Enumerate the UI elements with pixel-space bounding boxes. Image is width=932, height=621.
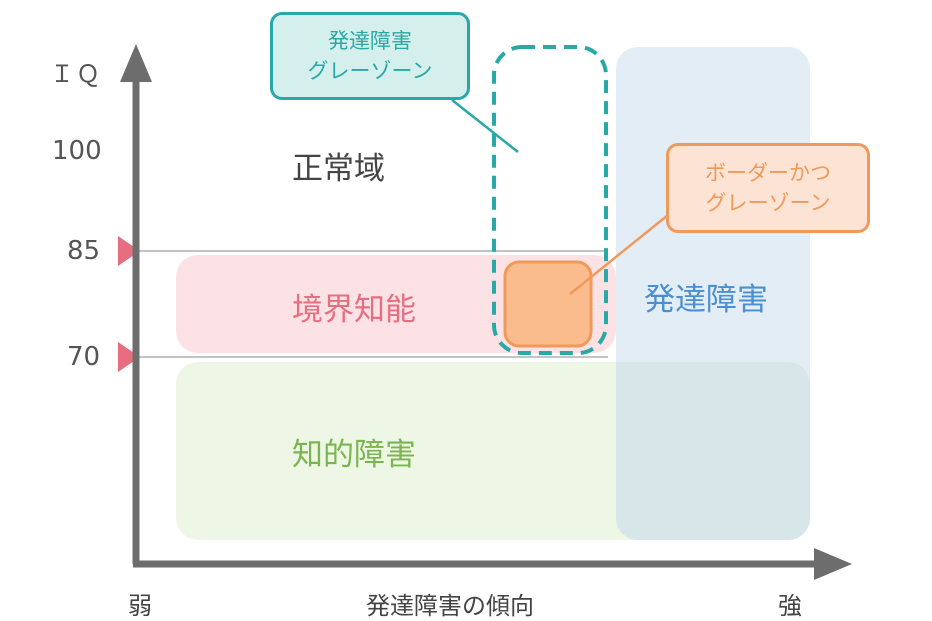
intellectual-disability-label: 知的障害 <box>292 437 416 473</box>
x-axis-low-label: 弱 <box>128 592 152 620</box>
gray-zone-callout: 発達障害 グレーゾーン <box>270 12 470 100</box>
border-gray-zone-pointer <box>569 214 669 295</box>
developmental-disorder-label: 発達障害 <box>644 282 768 318</box>
border-gray-zone-callout: ボーダーかつ グレーゾーン <box>666 143 870 233</box>
marker-85 <box>118 236 140 266</box>
x-axis-label: 発達障害の傾向 <box>366 592 534 620</box>
gray-zone-callout-line1: 発達障害 <box>328 29 412 53</box>
gray-zone-dashed-region <box>492 45 608 355</box>
x-axis-high-label: 強 <box>778 592 802 620</box>
y-axis-arrow <box>120 44 152 82</box>
normal-range-label: 正常域 <box>292 151 385 187</box>
y-tick-100: 100 <box>52 136 102 166</box>
marker-70 <box>118 342 140 372</box>
y-axis-label: ＩＱ <box>50 60 102 88</box>
border-gray-zone-box <box>503 260 593 348</box>
border-gray-zone-callout-line2: グレーゾーン <box>705 191 831 215</box>
borderline-intellect-label: 境界知能 <box>292 292 416 328</box>
region-overlap <box>616 362 810 540</box>
gray-zone-pointer <box>451 99 519 153</box>
y-tick-85: 85 <box>67 236 101 266</box>
gray-zone-callout-line2: グレーゾーン <box>307 59 433 83</box>
y-tick-70: 70 <box>67 342 101 372</box>
border-gray-zone-callout-line1: ボーダーかつ <box>705 161 831 185</box>
x-axis-arrow <box>814 548 852 580</box>
